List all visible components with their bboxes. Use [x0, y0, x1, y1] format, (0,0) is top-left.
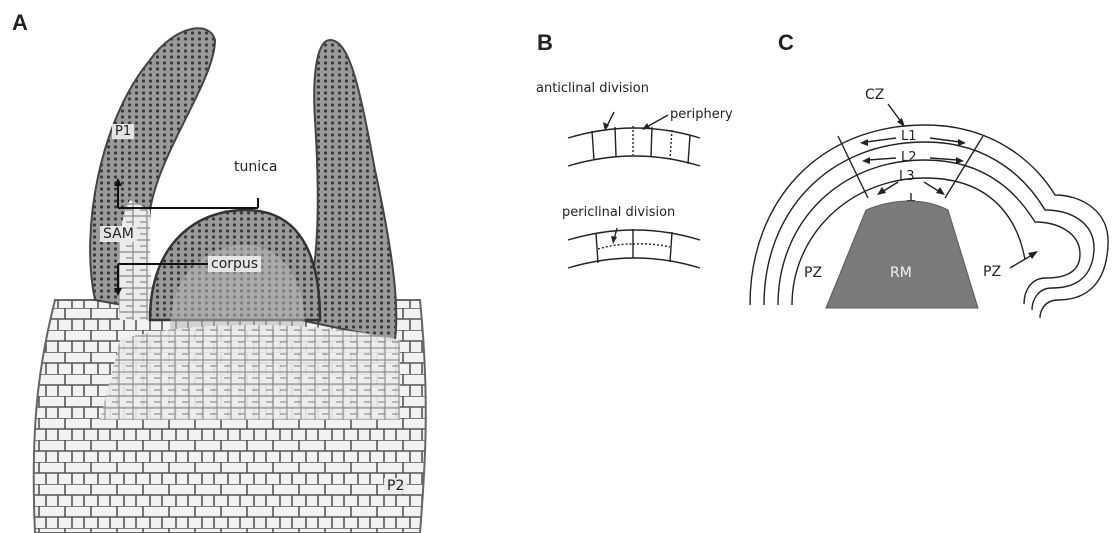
label-l3: L3 — [899, 170, 915, 183]
panel-letter-a: A — [12, 10, 28, 36]
label-p2: P2 — [384, 478, 407, 494]
label-p1: P1 — [112, 124, 134, 139]
label-periphery: periphery — [670, 108, 733, 121]
label-cz: CZ — [865, 88, 884, 102]
label-rm: RM — [890, 266, 912, 280]
periclinal-division-diagram — [568, 228, 700, 268]
label-anticlinal-division: anticlinal division — [536, 82, 649, 95]
label-tunica: tunica — [234, 160, 277, 174]
label-periclinal-division: periclinal division — [562, 206, 675, 219]
label-corpus: corpus — [208, 256, 261, 272]
label-pz-right: PZ — [983, 265, 1001, 279]
lower-tissue — [100, 325, 400, 420]
label-pz-left: PZ — [804, 266, 822, 280]
label-l1: L1 — [901, 130, 917, 143]
panel-letter-c: C — [778, 30, 794, 56]
label-l2: L2 — [901, 151, 917, 164]
label-sam: SAM — [100, 226, 137, 242]
panel-letter-b: B — [537, 30, 553, 56]
rib-meristem-region — [826, 201, 978, 308]
micrograph-shoot-apex — [34, 28, 426, 533]
